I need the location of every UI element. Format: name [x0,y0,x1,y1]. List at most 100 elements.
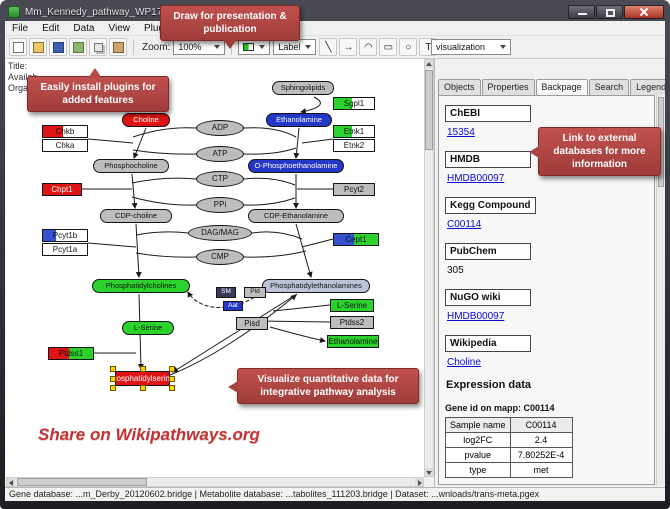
node-chpt1[interactable]: Chpt1 [42,183,82,196]
tab-properties[interactable]: Properties [481,79,535,95]
minimize-button[interactable] [568,5,595,19]
save-button[interactable] [49,38,67,56]
scroll-right-arrow-icon[interactable] [415,478,423,486]
new-file-button[interactable] [9,38,27,56]
selection-handle[interactable] [169,375,175,382]
chevron-down-icon [259,45,266,49]
zoom-combo[interactable]: 100% [173,39,226,55]
node-phosphatidylethanolamines[interactable]: Phosphatidylethanolamines [262,279,370,293]
node-cdp-ethanolamine[interactable]: CDP-Ethanolamine [248,209,344,223]
node-ptdss1[interactable]: Ptdss1 [48,347,94,360]
tab-legend[interactable]: Legend [630,79,665,95]
line-tool-icon[interactable]: ╲ [319,38,338,56]
label-template-combo[interactable]: Label [273,39,317,55]
node-phosphocholine[interactable]: Phosphocholine [93,159,169,173]
node-l-serine[interactable]: L-Serine [122,321,174,335]
callout-visualize-data: Visualize quantitative data for integrat… [228,368,419,404]
node-cdp-choline[interactable]: CDP-choline [100,209,172,223]
zoom-label: Zoom: [142,41,171,53]
node-o-phosphoethanolamine[interactable]: O-Phosphoethanolamine [248,159,344,173]
scroll-left-arrow-icon[interactable] [7,478,15,486]
open-folder-button[interactable] [29,38,47,56]
node-sgpl1[interactable]: Sgpl1 [333,97,375,110]
node-pld[interactable]: Pld [244,287,266,298]
menu-file[interactable]: File [12,22,29,34]
node-atp[interactable]: ATP [196,146,244,162]
menu-data[interactable]: Data [73,22,95,34]
database-id-link[interactable]: C00114 [447,219,482,230]
node-ethanolamine[interactable]: Ethanolamine [266,113,332,127]
node-ethanolamine[interactable]: Ethanolamine [327,335,379,348]
canvas-vscrollbar[interactable] [424,59,434,477]
export-icon [72,41,84,53]
save-icon [52,41,64,53]
node-phosphatidylserines[interactable]: Phosphatidylserines [115,371,170,386]
selection-handle[interactable] [139,385,146,391]
ellipse-tool-icon[interactable]: ○ [399,38,418,56]
node-chka[interactable]: Chka [42,139,88,152]
rect-tool-icon[interactable]: ▭ [379,38,398,56]
node-ptdss2[interactable]: Ptdss2 [330,316,374,329]
node-choline[interactable]: Choline [122,113,170,127]
export-button[interactable] [69,38,87,56]
canvas-hscrollbar[interactable] [6,477,424,487]
scroll-down-arrow-icon[interactable] [425,468,433,476]
node-chkb[interactable]: Chkb [42,125,88,138]
info-line: Availab [8,72,38,82]
arrow-tool-icon[interactable]: → [339,38,358,56]
hscroll-thumb[interactable] [17,478,147,486]
node-aat[interactable]: Aat [223,301,243,311]
node-phosphatidylcholines[interactable]: Phosphatidylcholines [92,279,190,293]
node-pcyt1b[interactable]: Pcyt1b [42,229,88,242]
node-pcyt1a[interactable]: Pcyt1a [42,243,88,256]
scroll-up-arrow-icon[interactable] [425,60,433,68]
database-id-link[interactable]: HMDB00097 [447,311,505,322]
vscroll-thumb[interactable] [425,70,433,150]
node-etnk1[interactable]: Etnk1 [333,125,375,138]
tab-backpage[interactable]: Backpage [535,79,588,95]
database-id-link[interactable]: HMDB00097 [447,173,505,184]
draw-tools: ╲→◠▭○T [319,38,438,56]
copy-button[interactable] [89,38,107,56]
selection-handle[interactable] [169,366,175,372]
database-id-link[interactable]: Choline [447,357,481,368]
node-cmp[interactable]: CMP [196,249,244,265]
database-id-link[interactable]: 15354 [447,127,475,138]
datanode-template-combo[interactable] [238,39,271,55]
menu-edit[interactable]: Edit [42,22,60,34]
zoom-value: 100% [178,42,202,52]
close-button[interactable] [624,5,664,19]
node-l-serine[interactable]: L-Serine [330,299,374,312]
tab-objects[interactable]: Objects [438,79,481,95]
node-etnk2[interactable]: Etnk2 [333,139,375,152]
selection-handle[interactable] [139,366,146,372]
node-sm[interactable]: SM [216,287,236,298]
open-folder-icon [32,41,44,53]
node-pisd[interactable]: Pisd [236,317,268,330]
node-cept1[interactable]: Cept1 [333,233,379,246]
copy-icon [93,42,103,52]
arc-tool-icon[interactable]: ◠ [359,38,378,56]
node-pcyt2[interactable]: Pcyt2 [333,183,375,196]
visualization-combo[interactable]: visualization [431,39,511,55]
selection-handle[interactable] [169,385,175,391]
node-sphingolipids[interactable]: Sphingolipids [272,81,334,95]
tab-search[interactable]: Search [588,79,630,95]
node-adp[interactable]: ADP [196,120,244,136]
node-ctp[interactable]: CTP [196,171,244,187]
selection-handle[interactable] [110,385,116,391]
menu-view[interactable]: View [108,22,130,34]
maximize-button[interactable] [596,5,623,19]
node-ppi[interactable]: PPi [196,197,244,213]
callout-text: Easily install plugins for added feature… [40,82,156,106]
selection-handle[interactable] [110,375,116,382]
selection-handle[interactable] [110,366,116,372]
callout-install-plugins: Easily install plugins for added feature… [27,68,169,112]
node-dag-mag[interactable]: DAG/MAG [188,225,252,241]
paste-button[interactable] [109,38,127,56]
